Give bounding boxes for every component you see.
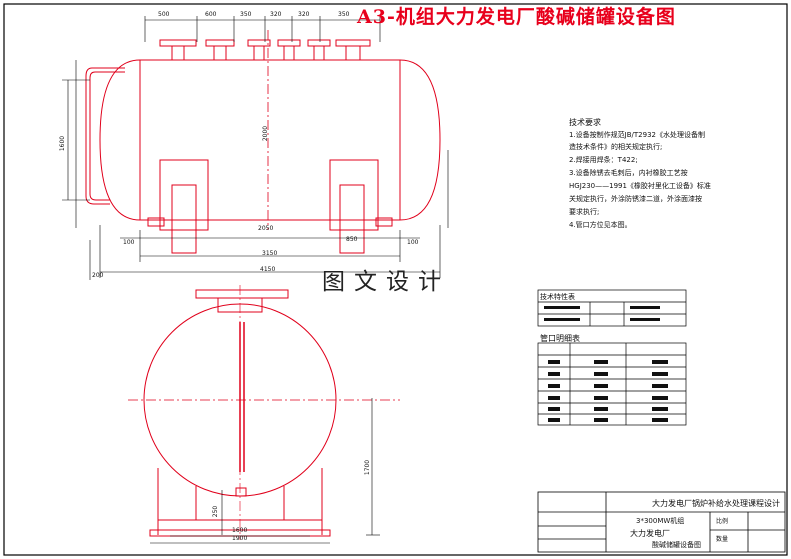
title-block-count-label: 数量 bbox=[716, 536, 729, 543]
tech-line-8: 4.管口方位见本图。 bbox=[569, 221, 632, 229]
tech-line-4: 3.设备除锈去毛刺后，内衬橡胶工艺按 bbox=[569, 169, 688, 177]
dim-side-height: 1700 bbox=[364, 459, 372, 476]
dim-bottom-1: 100 bbox=[123, 239, 135, 246]
dimension-lines-side bbox=[150, 398, 380, 544]
tech-line-7: 要求执行; bbox=[569, 208, 600, 216]
tank-front-view bbox=[85, 39, 441, 254]
dim-height-center: 2000 bbox=[262, 125, 270, 142]
dim-side-base-inner: 1600 bbox=[232, 527, 248, 534]
dim-bottom-4: 100 bbox=[407, 239, 419, 246]
nozzle-table-entries bbox=[544, 306, 668, 422]
tech-line-2: 造技术条件》的相关规定执行; bbox=[569, 143, 663, 151]
title-block-name-2: 酸碱储罐设备图 bbox=[652, 541, 701, 549]
dim-overall-inner: 3150 bbox=[262, 250, 278, 257]
dim-side-leg: 250 bbox=[212, 505, 220, 518]
dim-height-left: 1600 bbox=[59, 135, 67, 152]
dim-top-1: 500 bbox=[158, 11, 170, 18]
dim-top-4: 320 bbox=[270, 11, 282, 18]
dimension-lines-top bbox=[62, 16, 449, 280]
tech-line-3: 2.焊接用焊条：T422; bbox=[569, 156, 638, 164]
dim-top-5: 320 bbox=[298, 11, 310, 18]
drawing-title: A3-机组大力发电厂酸碱储罐设备图 bbox=[357, 6, 676, 28]
dim-overall-outer: 4150 bbox=[260, 266, 276, 273]
title-block bbox=[537, 491, 786, 553]
dim-top-3: 350 bbox=[240, 11, 252, 18]
dim-left-margin: 200 bbox=[92, 272, 104, 279]
dim-top-2: 600 bbox=[205, 11, 217, 18]
dim-bottom-2: 2050 bbox=[258, 225, 274, 232]
title-block-scale-label: 比例 bbox=[716, 518, 729, 525]
tech-line-5: HGJ230——1991《橡胶衬里化工设备》标准 bbox=[569, 182, 711, 190]
watermark-text: 图文设计 bbox=[322, 269, 450, 295]
tech-line-6: 关规定执行，外涂防锈漆二道，外涂面漆按 bbox=[569, 195, 702, 203]
dim-side-base-outer: 1900 bbox=[232, 535, 248, 542]
title-block-company: 大力发电厂锅炉补给水处理课程设计 bbox=[652, 499, 780, 508]
title-block-project: 3*300MW机组 bbox=[636, 517, 685, 525]
sheet-border bbox=[3, 3, 788, 556]
spec-table-title: 技术特性表 bbox=[540, 293, 575, 301]
tech-line-1: 1.设备按制作规范JB/T2932《水处理设备制 bbox=[569, 131, 705, 139]
spec-table bbox=[537, 289, 687, 327]
tech-requirements-title: 技术要求 bbox=[569, 118, 601, 127]
title-block-name-1: 大力发电厂 bbox=[630, 529, 670, 538]
dim-bottom-3: 850 bbox=[346, 236, 358, 243]
dim-top-6: 350 bbox=[338, 11, 350, 18]
nozzle-table-title: 管口明细表 bbox=[540, 334, 580, 343]
nozzle-table bbox=[537, 342, 687, 426]
